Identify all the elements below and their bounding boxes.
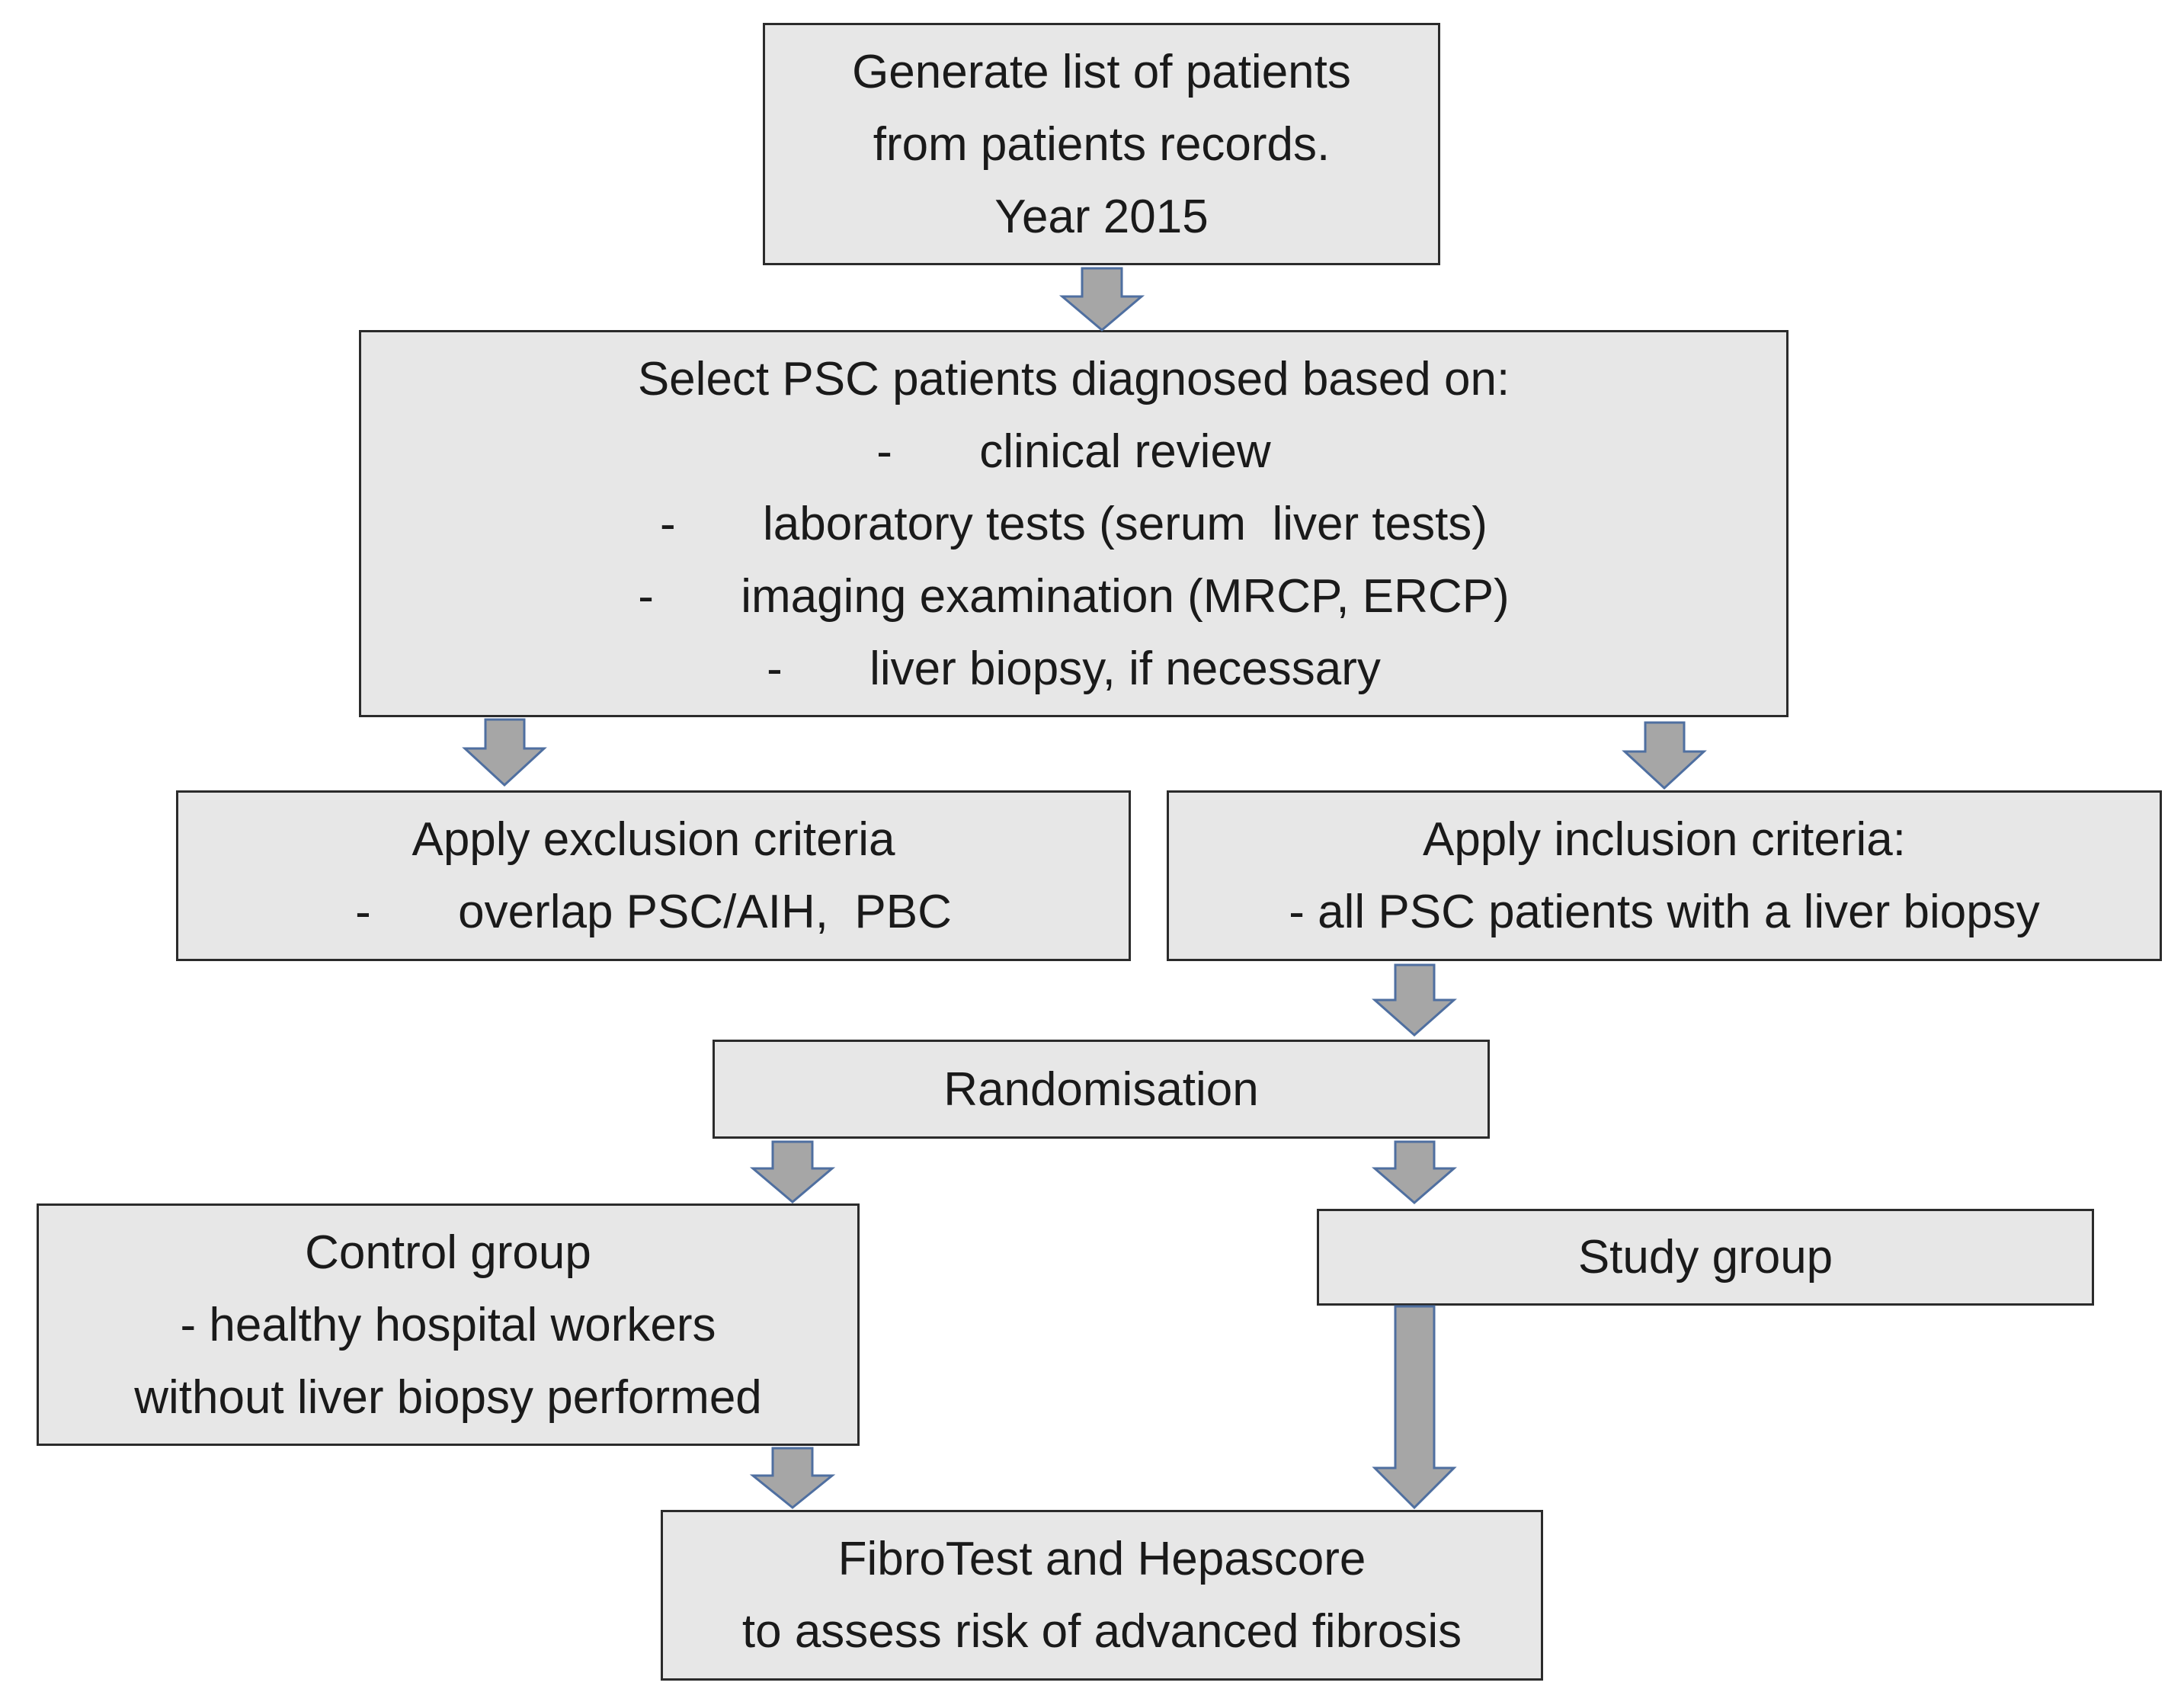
arrow-control-to-fibrotest: [749, 1447, 836, 1509]
exclusion-item: - overlap PSC/AIH, PBC: [355, 876, 952, 948]
bullet-dash: -: [660, 497, 676, 550]
control-line-1: Control group: [305, 1226, 591, 1279]
generate-line-3: Year 2015: [994, 190, 1209, 243]
bullet-dash: -: [876, 425, 892, 478]
exclusion-criteria-box: Apply exclusion criteria - overlap PSC/AI…: [176, 790, 1131, 961]
bullet-dash: -: [638, 569, 654, 623]
select-item: - clinical review: [876, 415, 1270, 488]
control-group-box: Control group - healthy hospital workers…: [37, 1203, 860, 1446]
bullet-dash: -: [355, 886, 371, 938]
fibrotest-hepascore-box: FibroTest and Hepascore to assess risk o…: [661, 1510, 1543, 1681]
select-item: - liver biopsy, if necessary: [767, 633, 1381, 705]
arrow-inclusion-to-randomisation: [1372, 963, 1457, 1037]
fibrotest-line-1: FibroTest and Hepascore: [837, 1533, 1366, 1585]
arrow-generate-to-select: [1058, 267, 1145, 332]
arrow-select-to-inclusion: [1622, 721, 1707, 790]
generate-line-1: Generate list of patients: [852, 45, 1351, 98]
randomisation-box: Randomisation: [713, 1040, 1490, 1139]
select-psc-box: Select PSC patients diagnosed based on: …: [359, 330, 1789, 717]
inclusion-line-2: - all PSC patients with a liver biopsy: [1289, 886, 2040, 938]
select-heading: Select PSC patients diagnosed based on:: [637, 352, 1510, 405]
arrow-randomisation-to-control: [749, 1140, 836, 1203]
study-group-box: Study group: [1317, 1209, 2094, 1306]
arrow-select-to-exclusion: [462, 718, 547, 787]
bullet-dash: -: [767, 642, 783, 695]
select-item-text: imaging examination (MRCP, ERCP): [741, 569, 1510, 623]
generate-list-box: Generate list of patients from patients …: [763, 23, 1440, 265]
randomisation-label: Randomisation: [943, 1062, 1259, 1116]
study-label: Study group: [1577, 1231, 1833, 1284]
select-item-text: laboratory tests (serum liver tests): [763, 497, 1487, 550]
inclusion-line-1: Apply inclusion criteria:: [1422, 813, 1907, 866]
fibrotest-line-2: to assess risk of advanced fibrosis: [741, 1605, 1462, 1658]
arrow-randomisation-to-study: [1371, 1140, 1458, 1204]
select-item-text: liver biopsy, if necessary: [869, 642, 1381, 695]
select-item: - imaging examination (MRCP, ERCP): [638, 560, 1509, 633]
generate-line-2: from patients records.: [873, 117, 1331, 171]
arrow-study-to-fibrotest: [1372, 1305, 1457, 1510]
exclusion-item-text: overlap PSC/AIH, PBC: [458, 886, 952, 938]
control-line-2: - healthy hospital workers: [180, 1298, 716, 1351]
exclusion-heading: Apply exclusion criteria: [412, 813, 895, 866]
control-line-3: without liver biopsy performed: [134, 1370, 762, 1424]
inclusion-criteria-box: Apply inclusion criteria: - all PSC pati…: [1167, 790, 2162, 961]
select-item: - laboratory tests (serum liver tests): [660, 488, 1487, 560]
select-item-text: clinical review: [979, 425, 1271, 478]
